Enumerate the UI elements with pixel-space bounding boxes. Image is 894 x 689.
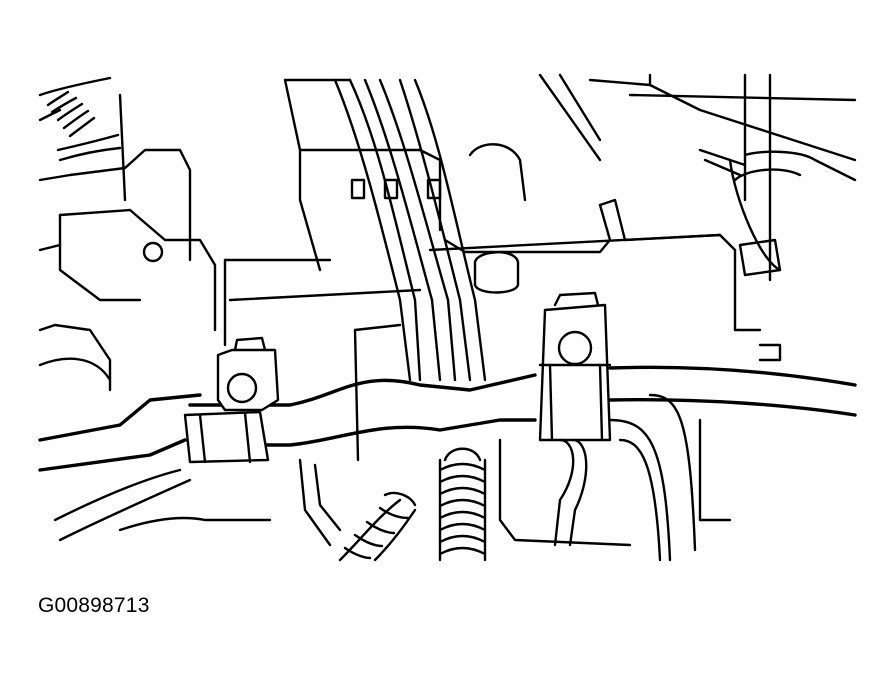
- left-tube-clip: [183, 336, 280, 464]
- figure-id-label: G00898713: [38, 594, 150, 617]
- right-tube-clip: [538, 291, 612, 442]
- corrugated-hose-lower-center: [438, 447, 487, 562]
- corrugated-hose-upper-left: [38, 76, 122, 162]
- main-brake-tube: [188, 365, 857, 562]
- left-brake-line: [38, 393, 272, 542]
- central-module: [223, 73, 737, 347]
- corrugated-hose-lower-left: [338, 491, 417, 562]
- lower-module: [298, 323, 732, 547]
- right-bracket: [588, 73, 857, 362]
- vertical-hoses: [333, 78, 487, 382]
- upper-left-mount: [38, 93, 217, 392]
